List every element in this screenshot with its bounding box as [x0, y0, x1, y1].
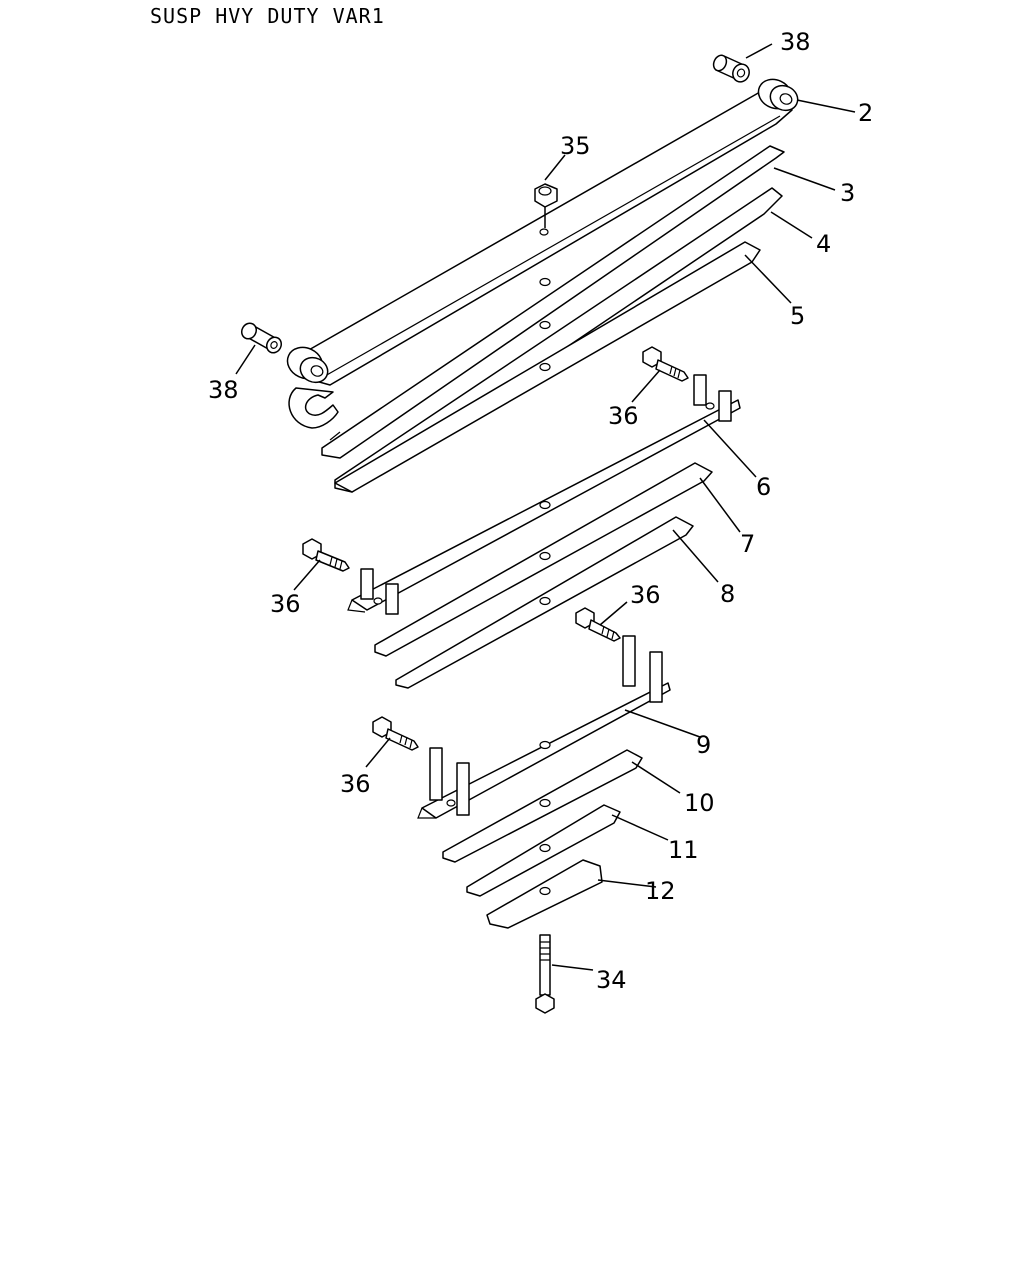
callout-36-d: 36: [340, 770, 371, 798]
callout-2: 2: [858, 99, 873, 127]
part-12-leaf: [486, 859, 603, 929]
callout-35: 35: [560, 132, 591, 160]
callout-36-a: 36: [608, 402, 639, 430]
callout-6: 6: [756, 473, 771, 501]
callout-4: 4: [816, 230, 831, 258]
part-2-main-leaf: [286, 78, 799, 429]
part-34-center-bolt: [535, 934, 555, 1014]
part-8-leaf: [395, 516, 694, 689]
part-38-bushing-top: [712, 54, 750, 83]
part-36-bolt-c: [575, 607, 621, 642]
part-36-bolt-b: [302, 538, 350, 572]
callout-9: 9: [696, 731, 711, 759]
callout-3: 3: [840, 179, 855, 207]
callout-11: 11: [668, 836, 699, 864]
callout-12: 12: [645, 877, 676, 905]
part-36-bolt-a: [642, 346, 689, 382]
part-35-nut: [534, 183, 558, 208]
callout-36-c: 36: [630, 581, 661, 609]
callout-36-b: 36: [270, 590, 301, 618]
part-3-leaf: [321, 145, 785, 459]
callout-38-left: 38: [208, 376, 239, 404]
diagram-title: SUSP HVY DUTY VAR1: [150, 4, 385, 28]
callout-34: 34: [596, 966, 627, 994]
part-10-leaf: [442, 749, 643, 863]
leader-lines: [235, 43, 856, 971]
callout-8: 8: [720, 580, 735, 608]
callout-labels: 38 2 35 3 4 5 38 36 6 7 36 8 36 9 36 10 …: [208, 28, 873, 994]
callout-10: 10: [684, 789, 715, 817]
part-6-clip-leaf: [347, 374, 741, 615]
part-5-leaf: [334, 241, 761, 493]
callout-5: 5: [790, 302, 805, 330]
part-9-clip-leaf: [417, 635, 671, 819]
callout-38-top: 38: [780, 28, 811, 56]
part-4-leaf: [334, 187, 783, 493]
part-7-leaf: [374, 462, 713, 657]
part-36-bolt-d: [372, 716, 419, 751]
part-11-leaf: [466, 804, 621, 897]
callout-7: 7: [740, 530, 755, 558]
part-38-bushing-left: [240, 322, 283, 354]
